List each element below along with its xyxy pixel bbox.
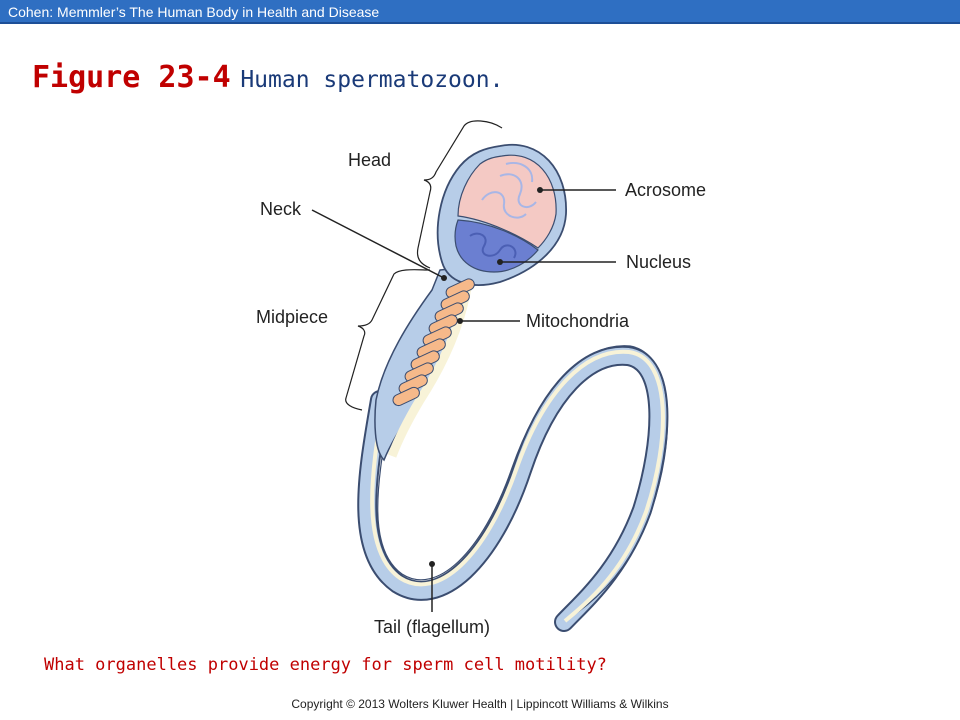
label-head: Head (348, 150, 391, 170)
label-mitochondria: Mitochondria (526, 311, 630, 331)
head-bracket (416, 120, 503, 269)
neck-leader (311, 209, 445, 279)
question-text: What organelles provide energy for sperm… (44, 655, 607, 675)
copyright-footer: Copyright © 2013 Wolters Kluwer Health |… (291, 697, 669, 711)
top-banner: Cohen: Memmler’s The Human Body in Healt… (0, 0, 960, 24)
banner-text: Cohen: Memmler’s The Human Body in Healt… (8, 4, 380, 20)
label-acrosome: Acrosome (625, 180, 706, 200)
label-midpiece: Midpiece (256, 307, 328, 327)
label-neck: Neck (260, 199, 302, 219)
midpiece-bracket (345, 269, 431, 411)
figure-number: Figure 23-4 (32, 60, 231, 95)
page-title: Figure 23-4 Human spermatozoon. (32, 60, 503, 95)
label-nucleus: Nucleus (626, 252, 691, 272)
label-tail: Tail (flagellum) (374, 617, 490, 637)
mitochondria-coil (392, 278, 475, 407)
figure-title: Human spermatozoon. (240, 67, 504, 93)
